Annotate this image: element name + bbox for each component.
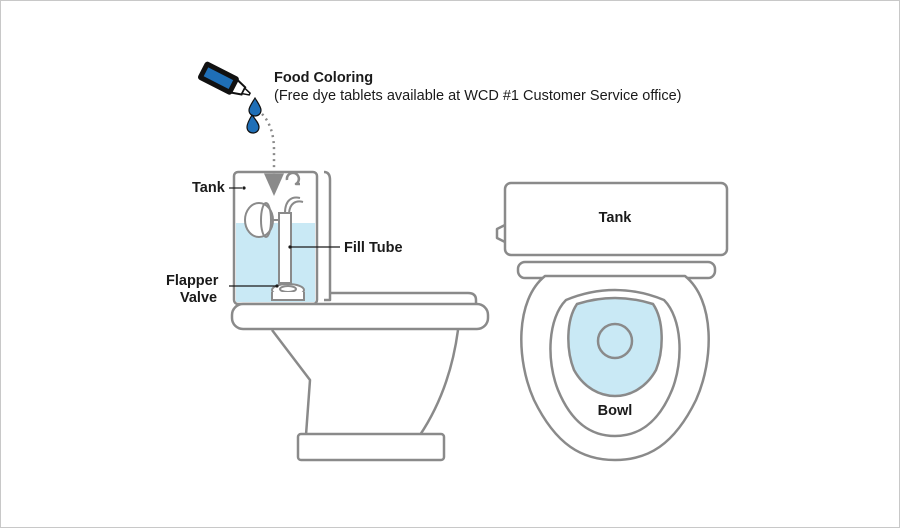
flapper-label-line2: Valve bbox=[180, 290, 217, 306]
top-tank-handle bbox=[495, 223, 506, 244]
food-coloring-note: (Free dye tablets available at WCD #1 Cu… bbox=[274, 88, 682, 104]
food-coloring-title: Food Coloring bbox=[274, 70, 373, 86]
fill-tube-label: Fill Tube bbox=[344, 240, 403, 256]
drop-icon bbox=[246, 113, 260, 134]
fill-tube-top bbox=[284, 196, 301, 214]
toilet-base bbox=[296, 432, 446, 462]
seat-lid bbox=[330, 291, 478, 306]
tank-handle bbox=[285, 171, 301, 186]
inner-seat bbox=[549, 288, 681, 438]
tank-mechanism bbox=[244, 196, 305, 301]
flapper-seat bbox=[271, 292, 305, 301]
dotted-arrow-icon bbox=[261, 113, 284, 196]
top-tank-label: Tank bbox=[599, 210, 633, 226]
bowl-body bbox=[271, 329, 460, 437]
flapper-label-line1: Flapper bbox=[166, 273, 219, 289]
bowl-label: Bowl bbox=[598, 403, 633, 419]
tank-lid bbox=[323, 170, 332, 302]
side-view-toilet bbox=[230, 170, 490, 462]
fill-tube-top-2 bbox=[288, 200, 304, 214]
side-tank-label: Tank bbox=[192, 180, 226, 196]
drop-icon bbox=[248, 96, 262, 117]
top-tank bbox=[503, 181, 729, 257]
bowl-drain bbox=[596, 322, 634, 360]
dye-bottle-icon bbox=[198, 61, 252, 96]
tank-leader-dot bbox=[242, 186, 246, 190]
top-view-toilet bbox=[495, 181, 729, 462]
flapper-leader-dot bbox=[275, 284, 279, 288]
bowl-rim bbox=[230, 302, 490, 331]
fill-tube-leader-dot bbox=[288, 245, 292, 249]
